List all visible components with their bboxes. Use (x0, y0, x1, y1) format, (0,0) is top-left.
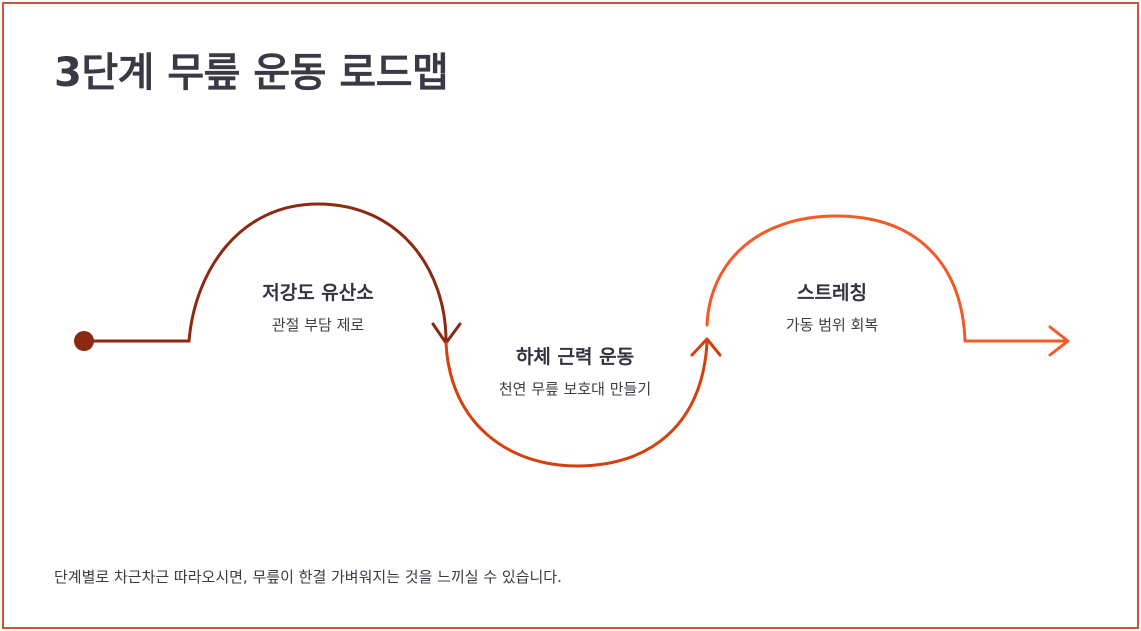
stage-2-path (444, 341, 709, 468)
stage-1-desc: 관절 부담 제로 (271, 316, 365, 334)
stage-3-desc: 가동 범위 회복 (785, 316, 879, 334)
stage-2-label: 하체 근력 운동 천연 무릎 보호대 만들기 (455, 342, 695, 399)
stage-1-name: 저강도 유산소 (262, 282, 374, 304)
stage-3-path (705, 214, 1068, 343)
stage-2-name: 하체 근력 운동 (515, 346, 635, 368)
footer-note: 단계별로 차근차근 따라오시면, 무릎이 한결 가벼워지는 것을 느끼실 수 있… (54, 568, 562, 586)
page-title: 3단계 무릎 운동 로드맵 (54, 50, 449, 96)
stage-2-arrowhead (690, 337, 722, 357)
stage-3-label: 스트레칭 가동 범위 회복 (712, 278, 952, 335)
stage-3-name: 스트레칭 (797, 282, 867, 304)
stage-2-desc: 천연 무릎 보호대 만들기 (498, 380, 652, 398)
stage-1-path (82, 202, 448, 343)
stage-1-label: 저강도 유산소 관절 부담 제로 (198, 278, 438, 335)
end-arrowhead (1048, 325, 1070, 357)
